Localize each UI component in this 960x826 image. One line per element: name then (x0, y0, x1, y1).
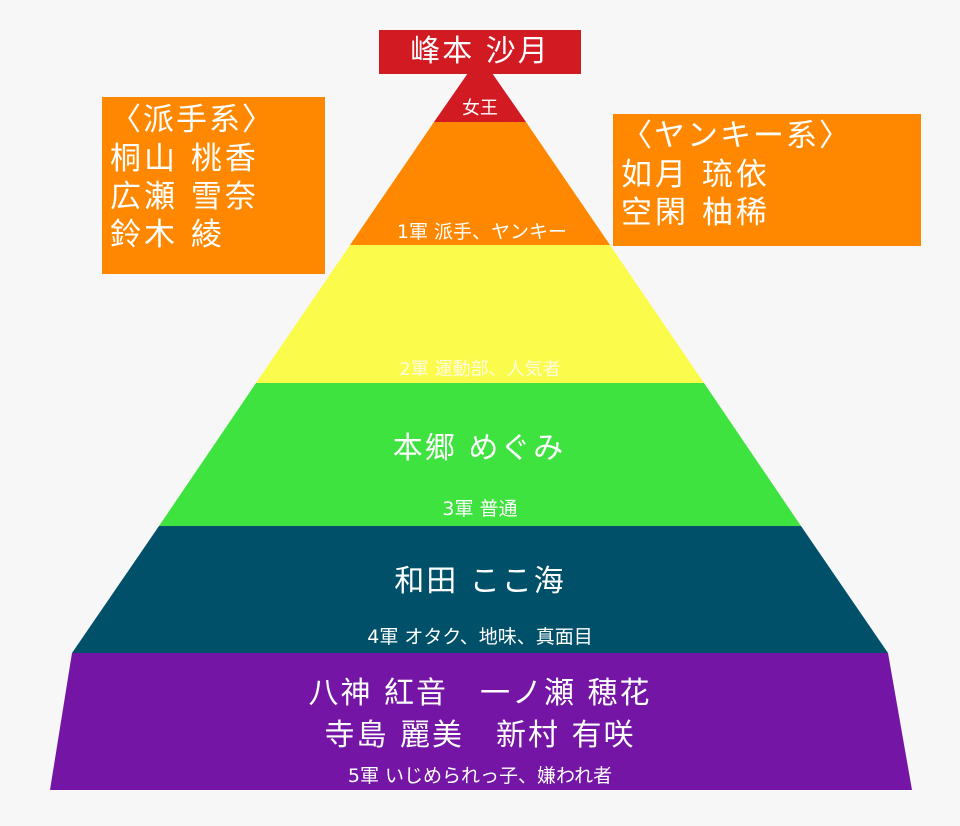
tier-5-name-row-1: 八神 紅音 一ノ瀬 穂花 (308, 676, 651, 711)
queen-rank-label: 女王 (462, 98, 498, 119)
yankee-group-title: 〈ヤンキー系〉 (621, 118, 852, 154)
tier-4-band (72, 526, 888, 653)
tier-5-band (50, 653, 912, 790)
yankee-group-box: 〈ヤンキー系〉 如月 琉依 空閑 柚稀 (613, 114, 921, 246)
tier-2-label: 2軍 運動部、人気者 (399, 359, 560, 380)
flashy-member: 桐山 桃香 (110, 141, 259, 177)
tier-2-band (256, 245, 704, 383)
yankee-member: 如月 琉依 (621, 157, 770, 193)
flashy-member: 鈴木 綾 (110, 217, 225, 253)
yankee-member: 空閑 柚稀 (621, 195, 770, 231)
tier-3-band (159, 383, 801, 526)
flashy-member: 広瀬 雪奈 (110, 179, 259, 215)
tier-5-label: 5軍 いじめられっ子、嫌われ者 (348, 765, 612, 787)
tier-1-band (350, 122, 610, 245)
tier-queen-band (434, 73, 526, 122)
flashy-group-box: 〈派手系〉 桐山 桃香 広瀬 雪奈 鈴木 綾 (102, 97, 325, 274)
tier-5-name-row-2: 寺島 麗美 新村 有咲 (324, 718, 635, 753)
tier-3-label: 3軍 普通 (442, 498, 517, 520)
tier-3-name: 本郷 めぐみ (393, 431, 565, 466)
tier-4-label: 4軍 オタク、地味、真面目 (367, 626, 592, 648)
tier-4-name: 和田 ここ海 (394, 564, 566, 599)
flashy-group-title: 〈派手系〉 (110, 102, 275, 138)
tier-1-label: 1軍 派手、ヤンキー (397, 221, 567, 243)
queen-name-box: 峰本 沙月 (379, 30, 581, 74)
